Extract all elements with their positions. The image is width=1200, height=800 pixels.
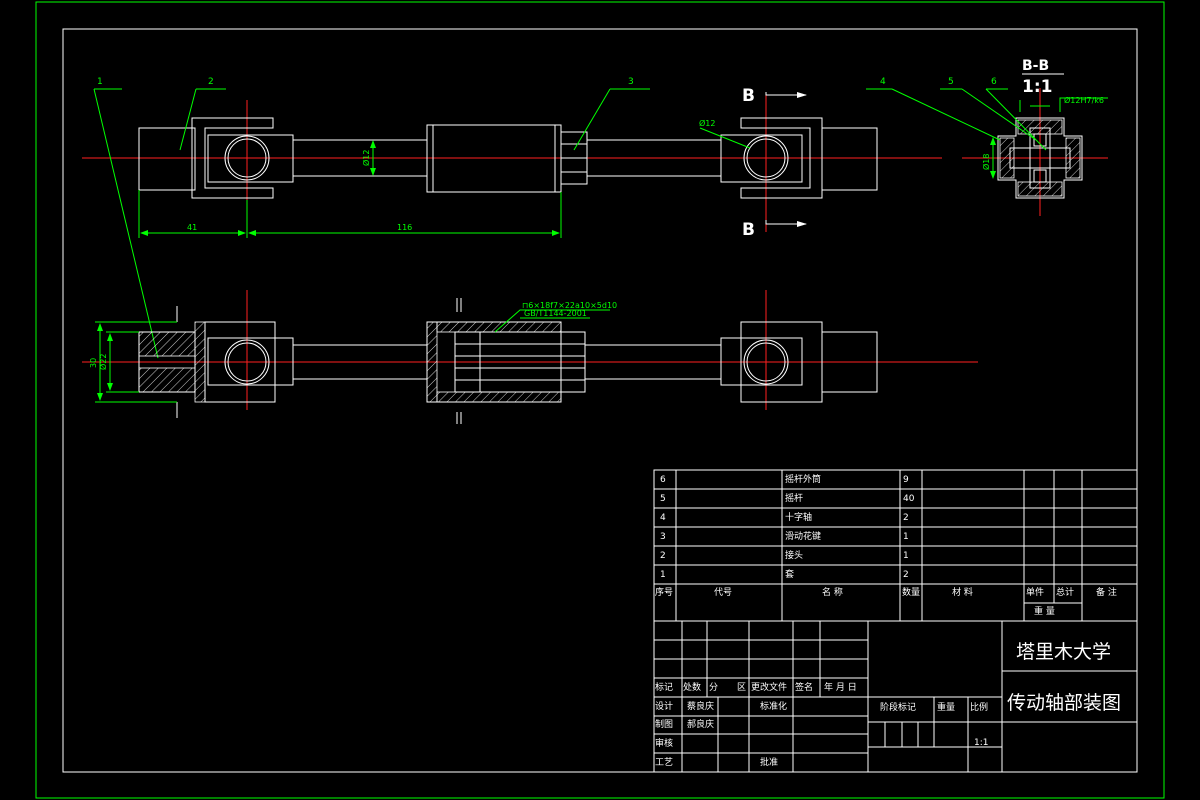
- part-number-3: 3: [628, 77, 634, 87]
- bom-row-qty: 40: [903, 494, 915, 504]
- dim-d22: Ø22: [98, 354, 108, 370]
- label-design: 设计: [655, 700, 673, 712]
- dim-41: 41: [187, 223, 197, 232]
- dim-30: 30: [89, 358, 98, 368]
- bom-header-unit: 单件: [1026, 586, 1044, 598]
- label-count: 处数: [683, 681, 701, 693]
- bom-header-name: 名 称: [822, 586, 843, 598]
- section-marker-top: B: [742, 86, 755, 106]
- designer-name: 蔡良庆: [687, 700, 714, 712]
- drawing-labels: B-B 1:1 B B 1 2 3 4 5 6 Ø12 Ø12 Ø18 Ø12H…: [89, 58, 1104, 370]
- dim-d12-right: Ø12: [699, 118, 715, 128]
- label-scale: 比例: [970, 701, 988, 713]
- label-change-doc: 更改文件: [751, 681, 787, 693]
- front-view: [82, 290, 978, 424]
- label-draw: 制图: [655, 718, 673, 730]
- label-weight: 重量: [937, 701, 955, 713]
- section-marker-bottom: B: [742, 220, 755, 240]
- bom-row-name: 摇杆: [785, 492, 803, 504]
- bom-header-qty: 数量: [902, 586, 920, 598]
- top-view: [82, 88, 942, 359]
- drafter-name: 郝良庆: [687, 718, 714, 730]
- label-mark: 标记: [655, 681, 673, 693]
- bom-row-qty: 1: [903, 551, 909, 561]
- part-number-2: 2: [208, 77, 214, 87]
- bom-row-name: 接头: [785, 549, 803, 561]
- dim-116: 116: [397, 223, 412, 232]
- label-standard: 标准化: [760, 700, 787, 712]
- bom-row-qty: 1: [903, 532, 909, 542]
- bom-row-no: 2: [660, 551, 666, 561]
- dim-d12-top: Ø12: [361, 150, 371, 166]
- bom-header-total: 总计: [1056, 586, 1074, 598]
- spline-code: ⊓6×18f7×22a10×5d10: [522, 301, 617, 310]
- part-number-5: 5: [948, 77, 954, 87]
- section-bb: [866, 73, 1108, 216]
- bom-row-qty: 2: [903, 513, 909, 523]
- bom-row-no: 5: [660, 494, 666, 504]
- bom-row-name: 摇杆外筒: [785, 473, 821, 485]
- part-number-6: 6: [991, 77, 997, 87]
- label-process: 工艺: [655, 757, 673, 768]
- bom-row-no: 4: [660, 513, 666, 523]
- scale-value: 1:1: [974, 738, 988, 748]
- dim-d18: Ø18: [981, 154, 991, 170]
- bom-row-qty: 2: [903, 570, 909, 580]
- bom-row-name: 十字轴: [785, 511, 812, 523]
- outer-border: [35, 1, 1165, 799]
- title-block-text: 标记 处数 分 区 更改文件 签名 年 月 日 设计 蔡良庆 标准化 制图 郝良…: [655, 641, 1121, 768]
- spline-standard: GB/T1144-2001: [524, 309, 587, 318]
- label-sign: 签名: [795, 681, 813, 693]
- bom-table: [653, 469, 1138, 622]
- bom-rows: 6 摇杆外筒 9 5 摇杆 40 4 十字轴 2 3 滑动花键 1 2 接头 1…: [655, 473, 1117, 617]
- label-stage-mark: 阶段标记: [880, 701, 916, 713]
- section-scale: 1:1: [1022, 77, 1052, 97]
- bom-row-qty: 9: [903, 475, 909, 485]
- drawing-title: 传动轴部装图: [1007, 692, 1121, 714]
- part-number-4: 4: [880, 77, 886, 87]
- bom-header-no: 序号: [655, 586, 673, 598]
- label-approve: 批准: [760, 756, 778, 768]
- label-zone: 区: [737, 682, 746, 693]
- bom-header-remark: 备 注: [1096, 586, 1117, 598]
- inner-border: [62, 28, 1138, 773]
- bom-header-material: 材 料: [952, 586, 973, 598]
- bom-row-no: 6: [660, 475, 666, 485]
- bom-header-weight: 重 量: [1034, 605, 1055, 617]
- dim-fit: Ø12H7/k6: [1064, 95, 1104, 105]
- bom-header-code: 代号: [714, 587, 732, 598]
- label-div: 分: [709, 682, 718, 693]
- title-block: [653, 620, 1138, 773]
- bom-row-no: 1: [660, 570, 666, 580]
- label-date: 年 月 日: [824, 681, 857, 693]
- bom-row-no: 3: [660, 532, 666, 542]
- school-name: 塔里木大学: [1016, 641, 1111, 663]
- part-number-1: 1: [97, 77, 103, 87]
- bom-row-name: 滑动花键: [785, 530, 821, 542]
- bom-row-name: 套: [785, 568, 794, 580]
- section-title: B-B: [1022, 58, 1049, 74]
- label-review: 审核: [655, 737, 673, 749]
